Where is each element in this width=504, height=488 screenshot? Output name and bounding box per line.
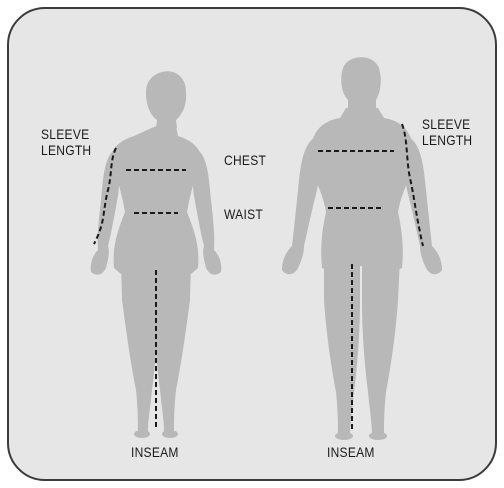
sleeve-left-line1: SLEEVE [41, 126, 91, 142]
sleeve-left-line2: LENGTH [41, 142, 91, 158]
male-torso [312, 108, 412, 272]
male-right-arm [403, 138, 442, 274]
sleeve-right-line2: LENGTH [422, 132, 472, 148]
sleeve-length-label-right: SLEEVE LENGTH [422, 116, 472, 148]
sleeve-right-line1: SLEEVE [422, 116, 472, 132]
female-torso [110, 126, 202, 274]
sleeve-length-label-left: SLEEVE LENGTH [41, 126, 91, 158]
waist-label: WAIST [224, 206, 263, 222]
male-right-leg [362, 258, 400, 436]
male-left-leg [324, 258, 360, 436]
inseam-label-left: INSEAM [131, 444, 179, 460]
male-head [341, 57, 381, 115]
female-right-leg [154, 262, 191, 434]
chest-label: CHEST [224, 152, 266, 168]
female-head [146, 71, 186, 130]
female-left-leg [121, 262, 158, 434]
male-silhouette [282, 57, 442, 440]
male-left-arm [282, 138, 321, 274]
inseam-label-right: INSEAM [327, 444, 375, 460]
